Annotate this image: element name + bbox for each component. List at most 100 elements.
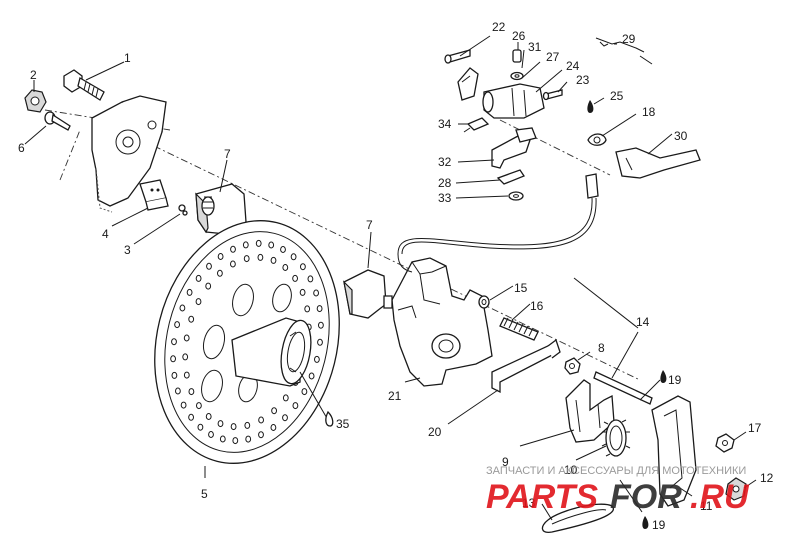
pivot-bracket-32 (491, 127, 537, 169)
watermark-tagline: ЗАПЧАСТИ И АКСЕССУАРЫ ДЛЯ МОТОТЕХНИКИ (486, 465, 746, 477)
disc-vent-hole (290, 253, 297, 261)
bracket-plate-20 (491, 338, 561, 394)
callout-12: 12 (760, 471, 774, 485)
oil-drop-19-upper (660, 370, 667, 383)
brake-pad-7-left (195, 183, 247, 235)
shaft (593, 371, 653, 405)
callout-7-lower: 7 (366, 218, 373, 232)
watermark-logo-parts: PARTS (486, 478, 598, 516)
disc-vent-hole (242, 241, 249, 249)
reservoir-cap-27 (457, 67, 479, 101)
disc-vent-hole (308, 372, 315, 380)
callout-5: 5 (201, 487, 208, 501)
caliper-bracket (91, 95, 167, 213)
callout-17: 17 (748, 421, 762, 435)
disc-vent-hole (179, 304, 186, 312)
disc-vent-hole (243, 255, 250, 263)
disc-vent-hole (307, 275, 314, 283)
leader-lines (24, 35, 757, 521)
callout-27: 27 (546, 50, 560, 64)
key-34 (463, 117, 490, 133)
master-cylinder-24 (482, 83, 545, 119)
callout-4: 4 (102, 227, 109, 241)
callout-28: 28 (438, 176, 452, 190)
callout-25: 25 (610, 89, 624, 103)
chain-13 (541, 503, 614, 533)
disc-vent-hole (257, 253, 264, 261)
disc-vent-hole (244, 421, 251, 429)
disc-vent-hole (217, 269, 223, 277)
disc-vent-hole (188, 315, 195, 323)
disc-vent-hole (280, 246, 286, 253)
oil-drop-19-lower (642, 516, 649, 529)
lever-9 (565, 379, 615, 443)
disc-vent-hole (171, 338, 177, 346)
callout-19-upper: 19 (668, 373, 682, 387)
disc-vent-hole (292, 402, 299, 410)
clip-28 (496, 169, 525, 185)
disc-vent-hole (195, 274, 202, 282)
callout-numbers: 1 2 6 7 4 3 7 5 35 15 16 14 8 21 20 9 10… (18, 20, 774, 532)
grease-drop-35 (299, 371, 334, 427)
disc-vent-hole (282, 414, 288, 422)
brake-disc-5 (154, 220, 340, 464)
disc-vent-hole (230, 245, 236, 253)
oil-drop-25 (587, 100, 594, 113)
callout-34: 34 (438, 117, 452, 131)
callout-19-lower: 19 (652, 518, 666, 532)
disc-vent-hole (313, 289, 320, 297)
disc-vent-hole (183, 334, 190, 342)
washer-33 (508, 191, 524, 201)
disc-vent-hole (245, 435, 252, 443)
disc-vent-hole (196, 402, 202, 410)
callout-21: 21 (388, 389, 402, 403)
disc-vent-hole (270, 424, 277, 431)
disc-vent-hole (292, 274, 299, 282)
callout-16: 16 (530, 299, 544, 313)
pin-26 (512, 49, 522, 63)
callout-26: 26 (512, 29, 526, 43)
circlip-18 (587, 133, 607, 146)
callout-15: 15 (514, 281, 528, 295)
spring-16 (499, 317, 539, 341)
disc-vent-hole (219, 435, 226, 443)
disc-vent-hole (174, 321, 181, 329)
callout-10: 10 (564, 463, 578, 477)
disc-vent-hole (318, 321, 324, 329)
disc-vent-hole (271, 407, 278, 415)
disc-vent-hole (316, 305, 323, 313)
disc-vent-hole (170, 355, 177, 363)
disc-vent-hole (183, 371, 190, 379)
disc-vent-hole (282, 264, 289, 271)
brake-lever-30 (615, 147, 701, 179)
disc-vent-hole (206, 262, 212, 270)
disc-vent-hole (299, 288, 306, 296)
nut-8 (564, 357, 581, 375)
bolt-1 (63, 69, 105, 101)
guard-plate-11 (651, 395, 697, 507)
disc-vent-hole (182, 353, 189, 361)
disc-vent-hole (217, 420, 224, 428)
disc-vent-hole (258, 416, 265, 424)
watermark-logo-for: FOR (610, 478, 682, 516)
disc-vent-hole (195, 298, 202, 306)
washer-31 (510, 71, 524, 81)
watermark-logo-ru: .RU (690, 478, 750, 516)
screw-6 (44, 111, 71, 131)
callout-23: 23 (576, 73, 590, 87)
caliper-21 (391, 257, 493, 387)
pin-3 (178, 204, 188, 216)
disc-vent-hole (314, 355, 320, 363)
disc-vent-hole (175, 387, 181, 395)
disc-vent-hole (230, 423, 237, 431)
callout-33: 33 (438, 191, 452, 205)
disc-vent-hole (230, 260, 236, 268)
disc-vent-hole (186, 288, 193, 296)
disc-vent-hole (317, 338, 323, 346)
callout-18: 18 (642, 105, 656, 119)
disc-vent-hole (188, 388, 195, 396)
disc-vent-hole (255, 239, 262, 247)
disc-vent-hole (268, 241, 275, 249)
callout-35: 35 (336, 417, 350, 431)
disc-hole-ring (170, 239, 324, 445)
